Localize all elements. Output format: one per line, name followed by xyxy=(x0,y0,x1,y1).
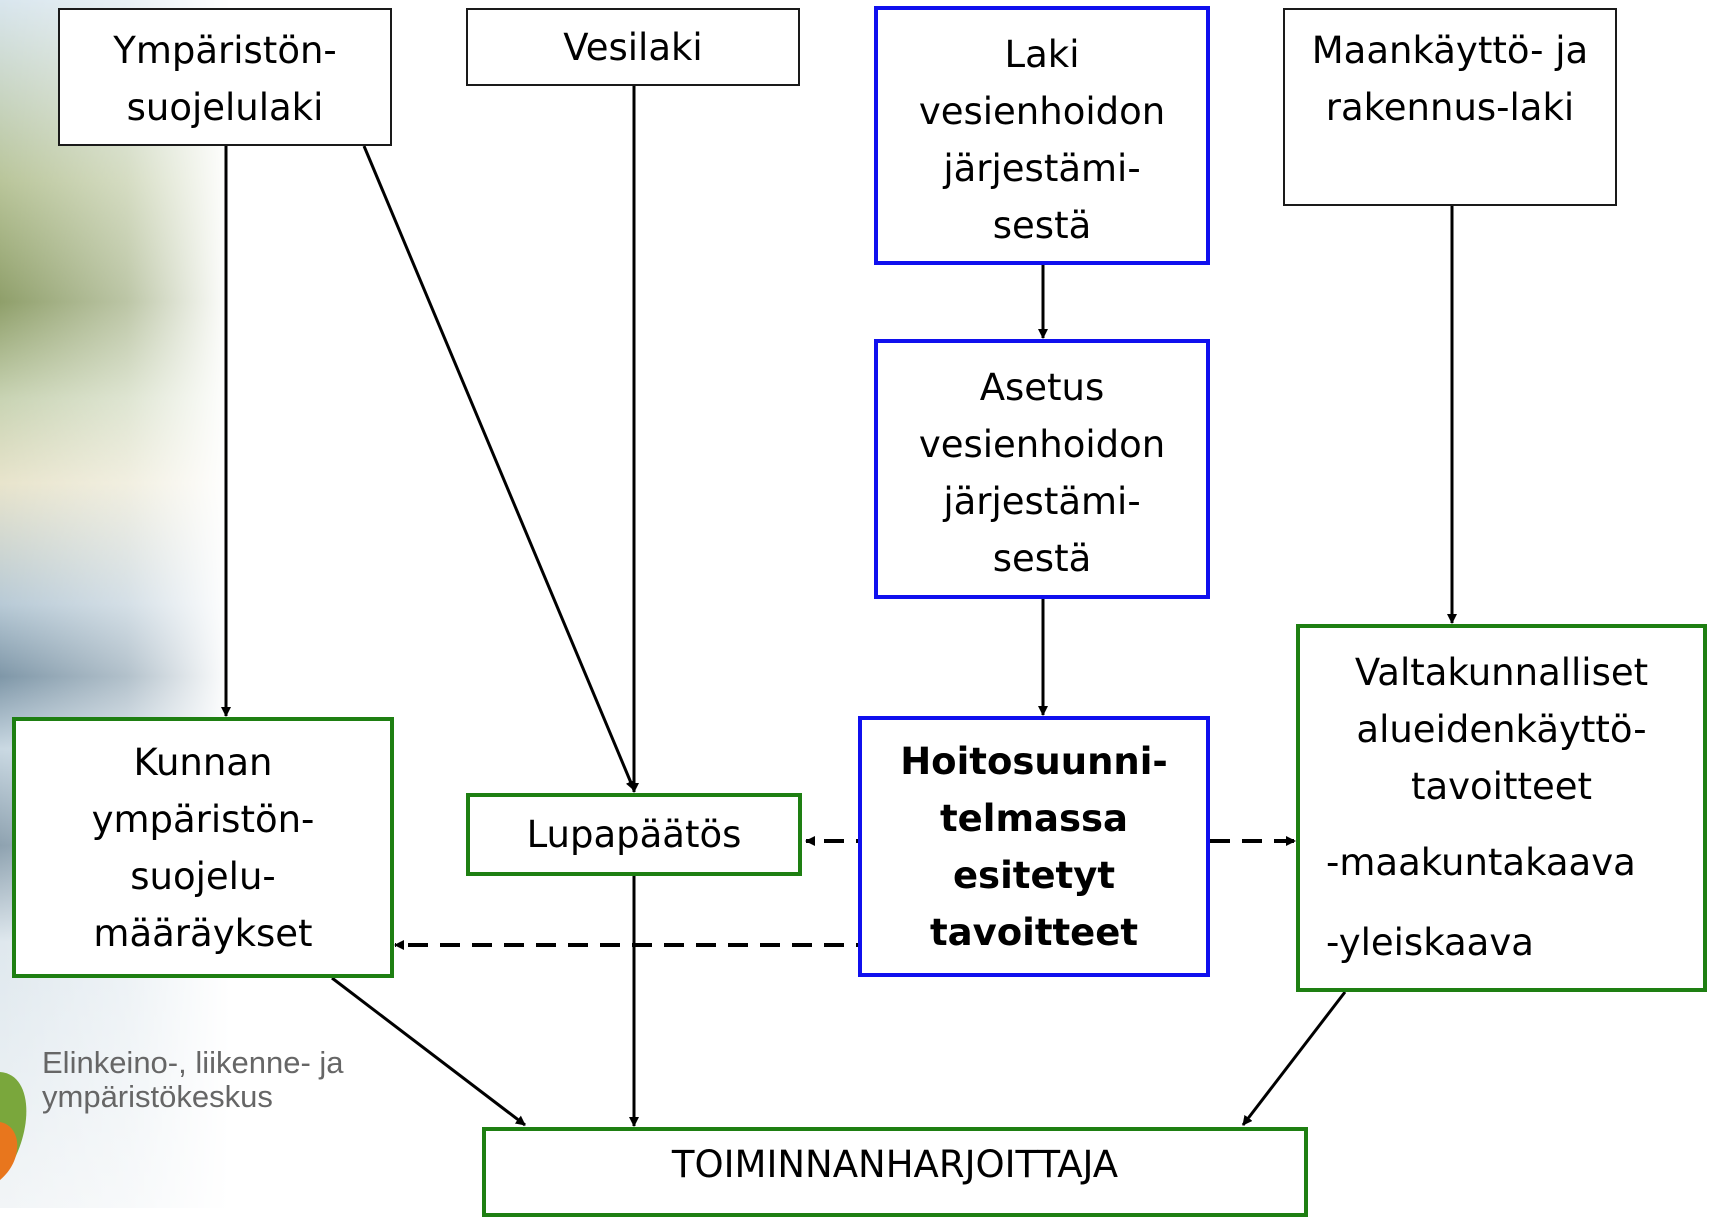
ely-logo-icon xyxy=(0,1072,27,1180)
arrow-valtakunnalliset-to-toiminnan xyxy=(1241,991,1347,1126)
box-line: esitetyt xyxy=(952,853,1116,897)
box-line: Vesilaki xyxy=(563,25,703,69)
box-ymparistonsuojelulaki: Ympäristön- suojelulaki xyxy=(58,8,392,146)
box-line: ympäristön- xyxy=(91,797,315,841)
plan-item-maakuntakaava: -maakuntakaava xyxy=(1326,841,1636,884)
plan-item-yleiskaava: -yleiskaava xyxy=(1326,921,1534,964)
box-laki-vesienhoidon: Laki vesienhoidon järjestämi- sestä xyxy=(874,6,1210,265)
box-lupapaatos: Lupapäätös xyxy=(466,793,802,876)
box-maankaytto-rakennuslaki: Maankäyttö- ja rakennus-laki xyxy=(1283,8,1617,206)
box-line: vesienhoidon xyxy=(918,90,1166,133)
box-line: suojelu- xyxy=(130,854,276,898)
plan-list: -maakuntakaava -yleiskaava xyxy=(1300,823,1636,983)
box-line: vesienhoidon xyxy=(918,423,1166,466)
box-hoitosuunnitelma-tavoitteet: Hoitosuunni- telmassa esitetyt tavoittee… xyxy=(858,716,1210,977)
box-kunnan-maaraykset: Kunnan ympäristön- suojelu- määräykset xyxy=(12,717,394,978)
box-line: rakennus-laki xyxy=(1325,86,1575,129)
box-line: Asetus xyxy=(979,366,1105,409)
box-line: tavoitteet xyxy=(929,910,1139,954)
box-line: Ympäristön- xyxy=(113,29,337,72)
box-line: Laki xyxy=(1004,33,1080,76)
box-line: Kunnan xyxy=(133,740,273,784)
logo-text: Elinkeino-, liikenne- ja ympäristökeskus xyxy=(42,1046,344,1114)
box-line: järjestämi- xyxy=(943,147,1141,190)
box-line: Maankäyttö- ja xyxy=(1311,29,1589,72)
box-vesilaki: Vesilaki xyxy=(466,8,800,86)
box-line: Valtakunnalliset xyxy=(1354,651,1649,694)
box-line: sestä xyxy=(992,537,1092,580)
box-line: TOIMINNANHARJOITTAJA xyxy=(671,1142,1119,1186)
box-toiminnanharjoittaja: TOIMINNANHARJOITTAJA xyxy=(482,1127,1308,1217)
box-line: Lupapäätös xyxy=(526,813,742,856)
box-line: järjestämi- xyxy=(943,480,1141,523)
box-line: sestä xyxy=(992,204,1092,247)
lake-background-image xyxy=(0,0,230,1208)
logo-line: ympäristökeskus xyxy=(42,1079,273,1114)
box-line: alueidenkäyttö- xyxy=(1356,708,1647,751)
box-line: Hoitosuunni- xyxy=(900,739,1168,783)
box-line: suojelulaki xyxy=(126,86,324,129)
box-asetus-vesienhoidon: Asetus vesienhoidon järjestämi- sestä xyxy=(874,339,1210,599)
arrow-kunnan-to-toiminnan xyxy=(331,976,526,1127)
box-line: määräykset xyxy=(93,911,313,955)
box-line: tavoitteet xyxy=(1410,765,1593,808)
arrow-ymparisto-to-lupapaatos xyxy=(362,145,636,791)
logo-line: Elinkeino-, liikenne- ja xyxy=(42,1045,344,1080)
box-valtakunnalliset-tavoitteet: Valtakunnalliset alueidenkäyttö- tavoitt… xyxy=(1296,624,1707,992)
box-line: telmassa xyxy=(940,796,1128,840)
